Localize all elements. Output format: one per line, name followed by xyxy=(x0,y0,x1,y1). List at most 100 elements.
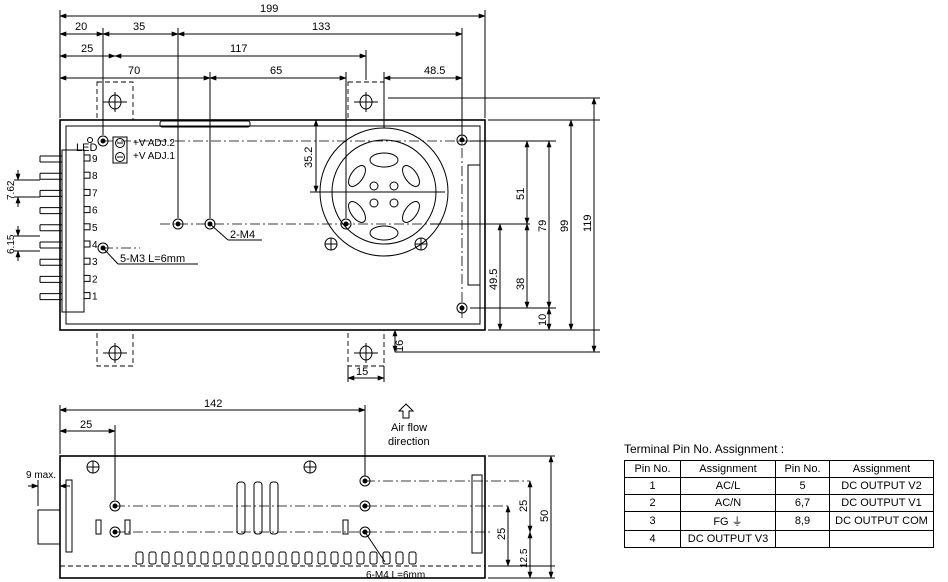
dim-12-5: 12.5 xyxy=(519,548,530,568)
adj2-label: +V ADJ.2 xyxy=(133,138,175,149)
airflow-label-1: Air flow xyxy=(391,422,427,434)
terminal-fin xyxy=(39,224,62,232)
dim-9max: 9 max. xyxy=(26,470,56,481)
vent-slot xyxy=(395,551,404,565)
table-cell xyxy=(775,530,830,548)
dim-65: 65 xyxy=(270,65,282,77)
table-cell: 8,9 xyxy=(775,511,830,531)
pin-assignment-section: Terminal Pin No. Assignment : Pin No. As… xyxy=(624,442,934,548)
vent-slot xyxy=(382,551,391,565)
table-row: 4 DC OUTPUT V3 xyxy=(624,530,934,548)
terminal-block xyxy=(39,149,91,313)
table-cell: DC OUTPUT V1 xyxy=(829,494,934,512)
dim-142: 142 xyxy=(204,398,222,410)
terminal-marker xyxy=(83,240,91,248)
table-row: 1 AC/L 5 DC OUTPUT V2 xyxy=(624,477,934,495)
dim-side-25a: 25 xyxy=(518,500,530,512)
terminal-fin xyxy=(39,207,62,215)
terminal-fin xyxy=(39,155,62,163)
led-label: LED xyxy=(76,142,97,154)
terminal-fin xyxy=(39,172,62,180)
dim-35-2: 35.2 xyxy=(303,147,315,168)
dim-99: 99 xyxy=(559,220,571,232)
terminal-marker xyxy=(83,223,91,231)
mounting-ear-bottom-left xyxy=(96,329,134,367)
terminal-fin xyxy=(39,189,62,197)
dim-70: 70 xyxy=(128,65,140,77)
mounting-ear-top-right xyxy=(347,81,385,121)
vent-slot xyxy=(213,551,222,565)
terminal-marker xyxy=(83,274,91,282)
vent-slot xyxy=(135,551,144,565)
table-cell: DC OUTPUT V2 xyxy=(829,477,934,495)
top-view-housing xyxy=(59,119,486,331)
dim-20: 20 xyxy=(75,21,87,33)
ac-connector xyxy=(37,509,61,545)
dim-side-25b: 25 xyxy=(496,528,508,540)
dim-133: 133 xyxy=(312,21,330,33)
dim-117: 117 xyxy=(230,43,248,55)
vent-slot xyxy=(174,551,183,565)
table-cell: FG ⏚ xyxy=(680,511,776,531)
vent-slot xyxy=(187,551,196,565)
pin-assignment-table: Pin No. Assignment Pin No. Assignment 1 … xyxy=(624,460,934,548)
terminal-marker xyxy=(83,292,91,300)
dim-16: 16 xyxy=(394,340,406,352)
terminal-fin xyxy=(39,275,62,283)
dim-48-5: 48.5 xyxy=(424,65,445,77)
terminal-marker xyxy=(83,206,91,214)
vent-slot xyxy=(161,551,170,565)
vent-slot xyxy=(148,551,157,565)
callout-5m3: 5-M3 L=6mm xyxy=(120,253,185,265)
table-cell: 4 xyxy=(624,530,681,548)
header-assignment-2: Assignment xyxy=(829,460,934,478)
vent-slot xyxy=(343,551,352,565)
header-assignment-1: Assignment xyxy=(680,460,776,478)
callout-2m4: 2-M4 xyxy=(230,229,255,241)
airflow-label-2: direction xyxy=(388,436,430,448)
dim-10: 10 xyxy=(537,314,549,326)
table-row: 2 AC/N 6,7 DC OUTPUT V1 xyxy=(624,494,934,512)
terminal-fin xyxy=(39,241,62,249)
terminal-number: 1 xyxy=(92,292,98,303)
callout-6m4: 6-M4 L=6mm xyxy=(366,570,425,581)
vent-slot xyxy=(226,551,235,565)
terminal-marker xyxy=(83,171,91,179)
table-cell: 3 xyxy=(624,511,681,531)
table-cell: 1 xyxy=(624,477,681,495)
pin-table-title: Terminal Pin No. Assignment : xyxy=(624,442,785,456)
dim-25: 25 xyxy=(81,43,93,55)
vent-slot xyxy=(278,551,287,565)
dim-7-62: 7.62 xyxy=(6,180,17,200)
header-pin-no-2: Pin No. xyxy=(775,460,830,478)
vent-slot xyxy=(239,551,248,565)
vent-slot xyxy=(369,551,378,565)
vent-slot xyxy=(252,551,261,565)
table-cell: 5 xyxy=(775,477,830,495)
vent-slot xyxy=(291,551,300,565)
table-cell: DC OUTPUT COM xyxy=(829,511,934,531)
adj-pot-icon xyxy=(112,136,128,164)
table-cell: 6,7 xyxy=(775,494,830,512)
vent-slot xyxy=(356,551,365,565)
dim-38: 38 xyxy=(515,278,527,290)
dim-51: 51 xyxy=(515,188,527,200)
side-view: 142 25 9 max. 25 25 12.5 50 Air flow dir… xyxy=(26,398,555,581)
terminal-number: 2 xyxy=(92,274,98,285)
adj1-label: +V ADJ.1 xyxy=(133,151,175,162)
vent-slot xyxy=(200,551,209,565)
table-cell xyxy=(829,530,934,548)
mounting-ear-top-left xyxy=(96,81,134,121)
vent-slot xyxy=(265,551,274,565)
dim-119: 119 xyxy=(582,214,594,232)
terminal-number: 6 xyxy=(92,206,98,217)
table-cell: AC/L xyxy=(680,477,776,495)
terminal-fin xyxy=(39,258,62,266)
vent-slot xyxy=(317,551,326,565)
dim-6-15: 6.15 xyxy=(6,234,17,254)
vent-slot xyxy=(408,551,417,565)
table-row: 3 FG ⏚ 8,9 DC OUTPUT COM xyxy=(624,511,934,531)
vent-slot xyxy=(330,551,339,565)
